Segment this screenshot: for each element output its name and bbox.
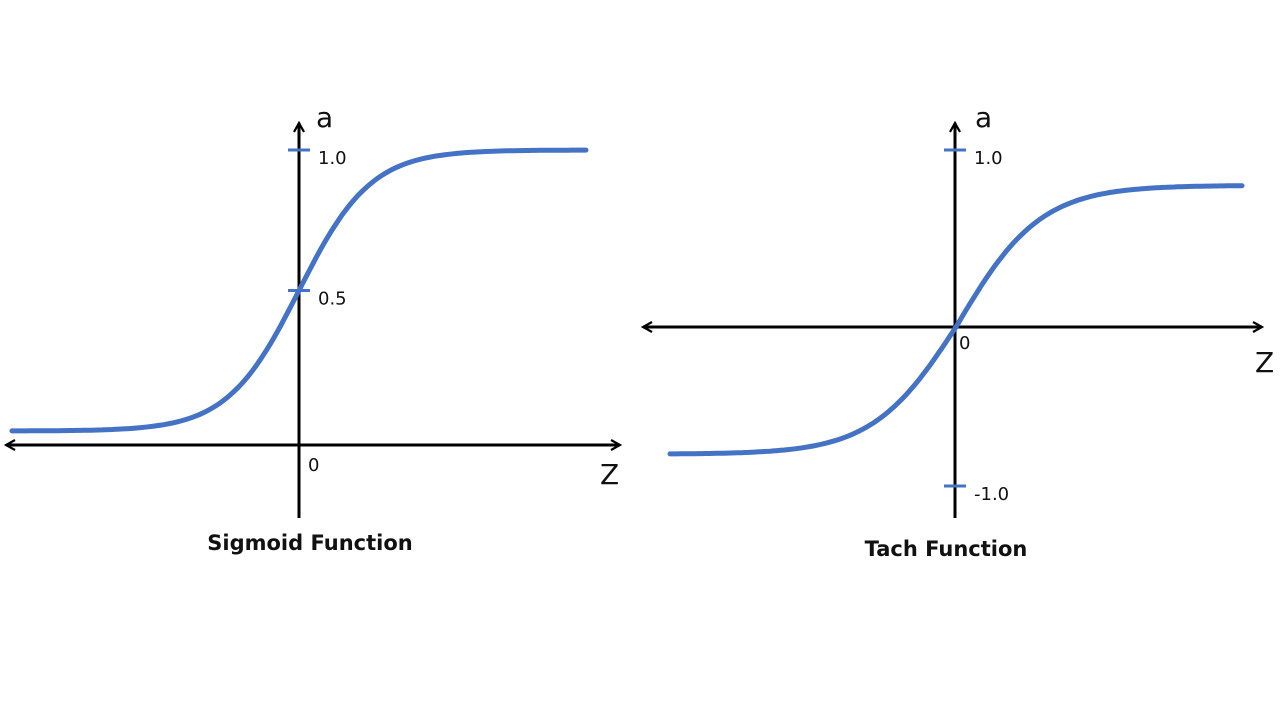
tach-y-tick-label-1.0: 1.0 [974,148,1003,169]
sigmoid-y-axis-label: a [316,101,333,134]
sigmoid-y-tick-label-0.5: 0.5 [318,289,347,310]
tach-curve [667,183,1245,457]
sigmoid-y-tick-label-1.0: 1.0 [318,148,347,169]
sigmoid-chart: 1.0 0.5 0 a Z Sigmoid Function [6,101,620,555]
tach-title: Tach Function [865,537,1028,561]
sigmoid-origin-label: 0 [308,455,319,476]
tach-chart: 1.0 -1.0 0 a Z Tach Function [643,101,1274,561]
tach-x-axis-label: Z [1255,346,1274,379]
sigmoid-title: Sigmoid Function [207,531,412,555]
sigmoid-x-axis-label: Z [600,458,619,491]
tach-y-axis-label: a [975,101,992,134]
sigmoid-curve [9,147,589,434]
tach-y-tick-label-neg-1.0: -1.0 [974,484,1009,505]
tach-origin-label: 0 [959,333,970,354]
